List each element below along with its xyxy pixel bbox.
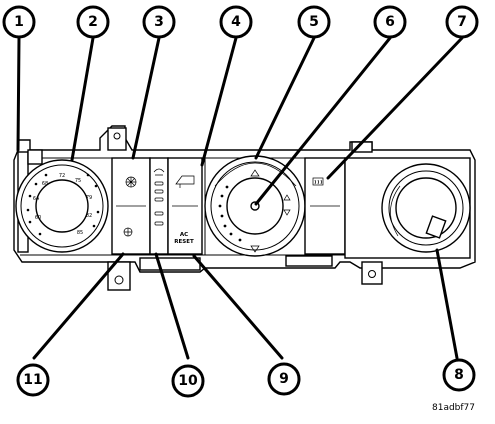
mode-arrow-up-icon [250, 169, 260, 177]
mode-detent-dots [218, 185, 242, 242]
callout-6: 6 [373, 5, 407, 39]
temp-label-82: 82 [86, 213, 92, 219]
indicator-column [149, 157, 169, 255]
leader-5 [254, 36, 316, 160]
leader-6 [254, 36, 392, 206]
callout-4: 4 [219, 5, 253, 39]
callout-1: 1 [2, 5, 36, 39]
recirculation-icon [283, 194, 291, 216]
defrost-icon [153, 168, 165, 176]
callout-3: 3 [142, 5, 176, 39]
mode-arrow-down-icon [250, 245, 260, 253]
leader-4 [200, 36, 238, 167]
rear-defrost-icon [312, 177, 324, 186]
callout-8-label: 8 [454, 367, 464, 383]
leader-2 [70, 36, 95, 162]
leader-9 [192, 254, 284, 360]
figure-id: 81adbf77 [432, 403, 476, 413]
leader-8 [435, 248, 459, 360]
callout-6-label: 6 [385, 14, 395, 30]
mode-button-panel[interactable]: AC RESET [167, 157, 203, 255]
callout-10: 10 [171, 364, 205, 398]
callout-7: 7 [445, 5, 479, 39]
leader-11 [32, 252, 125, 360]
callout-1-label: 1 [14, 14, 24, 30]
fan-speed-icon [125, 176, 137, 188]
callout-2: 2 [76, 5, 110, 39]
callout-10-label: 10 [178, 373, 198, 389]
leader-1 [16, 36, 21, 152]
callout-11-label: 11 [23, 372, 42, 388]
knob-grip-icon [425, 215, 447, 239]
callout-5: 5 [297, 5, 331, 39]
temperature-tick-marks [26, 173, 100, 236]
leader-7 [326, 36, 464, 180]
temp-label-79: 79 [86, 195, 92, 201]
temp-label-64: 64 [33, 196, 39, 202]
ac-label: AC [180, 232, 188, 238]
callout-11: 11 [16, 363, 50, 397]
callout-2-label: 2 [88, 14, 98, 30]
mode-panel-icon [175, 175, 195, 188]
rear-defrost-switch[interactable] [304, 157, 346, 255]
leader-lines [16, 36, 464, 360]
mode-control-knob[interactable] [204, 155, 306, 257]
callout-9-label: 9 [279, 371, 289, 387]
callout-9: 9 [267, 362, 301, 396]
leader-3 [131, 36, 161, 160]
temp-label-68: 68 [42, 181, 48, 187]
callout-4-label: 4 [231, 14, 241, 30]
temperature-control-knob[interactable]: 60 64 68 72 75 79 82 85 [15, 159, 109, 253]
fan-low-icon [123, 227, 133, 237]
temp-label-60: 60 [35, 215, 41, 221]
blower-switch-panel[interactable] [111, 157, 151, 255]
callout-5-label: 5 [309, 14, 319, 30]
callout-7-label: 7 [457, 14, 467, 30]
callout-3-label: 3 [154, 14, 164, 30]
leader-10 [154, 252, 190, 360]
callout-8: 8 [442, 358, 476, 392]
temp-label-72: 72 [59, 173, 65, 179]
reset-label: RESET [174, 239, 194, 245]
temp-label-85: 85 [77, 230, 83, 236]
temp-label-75: 75 [75, 178, 81, 184]
right-control-knob[interactable] [344, 157, 471, 259]
